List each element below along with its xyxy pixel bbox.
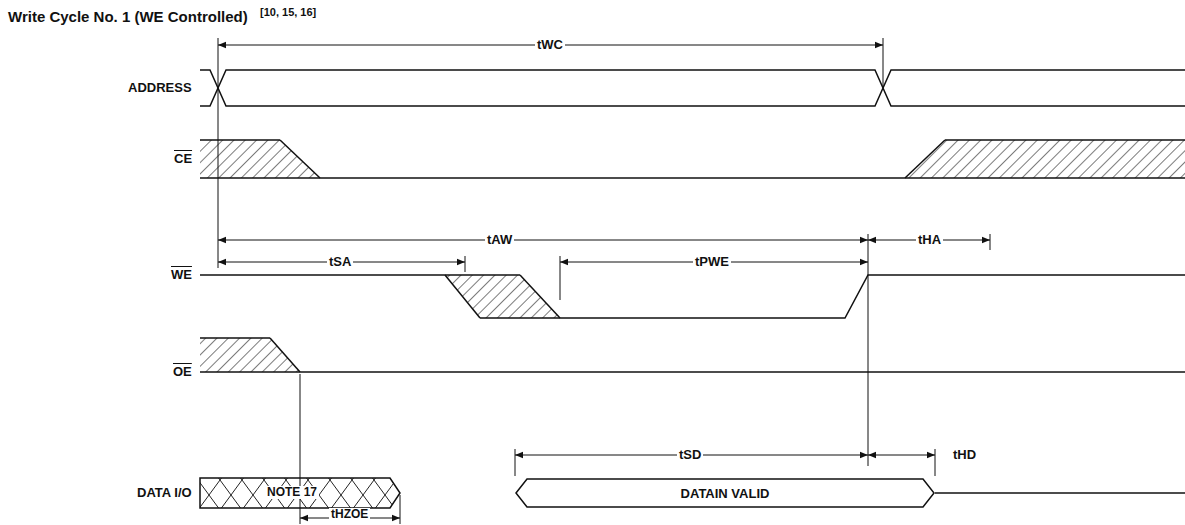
signal-name: DATA I/O	[137, 486, 192, 500]
note-refs: [10, 15, 16]	[260, 6, 316, 18]
diagram-title: Write Cycle No. 1 (WE Controlled)	[8, 8, 248, 25]
timing-label: tSA	[327, 255, 353, 269]
data-valid-bus: DATAIN VALID	[515, 478, 935, 508]
timing-label: tHD	[953, 448, 976, 462]
note-label: NOTE 17	[265, 486, 319, 499]
timing-label: tPWE	[693, 255, 731, 269]
bus-value: DATAIN VALID	[681, 486, 770, 501]
timing-label: tAW	[485, 233, 514, 247]
timing-label: tHZOE	[329, 508, 370, 521]
signal-name: OE	[173, 365, 192, 379]
signal-name: WE	[171, 268, 192, 282]
timing-label: tHA	[916, 233, 943, 247]
signal-name: CE	[174, 152, 192, 166]
signal-name: ADDRESS	[128, 81, 192, 95]
timing-label: tWC	[535, 38, 565, 52]
timing-label: tSD	[677, 448, 703, 462]
